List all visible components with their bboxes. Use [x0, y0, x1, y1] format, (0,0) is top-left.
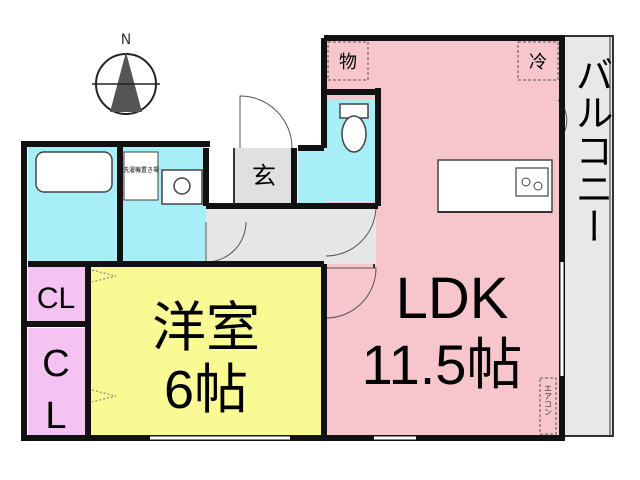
closet-door-marks: [91, 269, 117, 403]
compass-needle-icon: [110, 52, 142, 112]
kitchen-counter: [437, 159, 553, 213]
thin-walls: [233, 148, 552, 268]
door-swings: [94, 95, 568, 319]
walls: [21, 35, 565, 441]
washbasin-icon: [161, 169, 203, 205]
corridor-fill: [298, 148, 326, 204]
closet-small-label: CL: [37, 282, 75, 315]
entrance-label: 玄: [252, 162, 276, 190]
laundry-space: 洗濯機置き場: [123, 151, 159, 201]
laundry-label: 洗濯機置き場: [123, 166, 159, 174]
hall-fill: [206, 206, 376, 264]
western-room-fill: [88, 266, 324, 438]
windows: [150, 262, 564, 440]
ldk-size: 11.5帖: [362, 333, 523, 396]
closet-large-label-bottom: L: [45, 395, 66, 437]
aircon-space: エアコン: [539, 377, 557, 435]
toilet-icon: [339, 103, 369, 153]
storage-label: 物: [339, 52, 357, 73]
balcony-area: バルコニー: [562, 35, 614, 437]
aircon-label: エアコン: [544, 384, 553, 416]
fridge-space: 冷: [517, 41, 559, 81]
entrance-fill: [234, 148, 294, 204]
western-room-name: 洋室: [152, 298, 260, 358]
ldk-name: LDK: [396, 266, 509, 331]
fridge-label: 冷: [529, 52, 547, 73]
western-room-size: 6帖: [164, 360, 248, 420]
stove-icon: [515, 167, 549, 197]
balcony-fill: [562, 35, 614, 437]
closet-large-fill: [28, 328, 86, 438]
closet-small-fill: [28, 266, 86, 322]
bathtub-icon: [35, 151, 113, 193]
closet-large-label-top: C: [42, 343, 69, 385]
balcony-label: バルコニー: [569, 55, 611, 245]
storage-space: 物: [327, 41, 369, 81]
compass-north-label: N: [121, 32, 131, 48]
compass: N: [92, 32, 160, 115]
